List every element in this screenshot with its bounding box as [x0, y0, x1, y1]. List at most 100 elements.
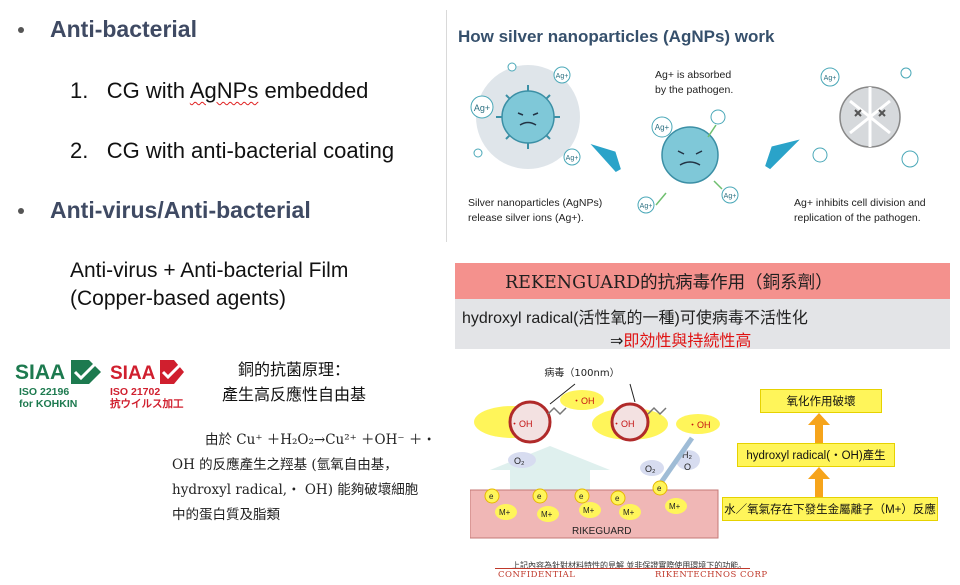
- silver-ion-icon: Ag+: [637, 196, 655, 214]
- electron-label: e: [657, 484, 662, 493]
- footer-confidential: CONFIDENTIAL: [498, 570, 576, 580]
- rekenguard-line-1: hydroxyl radical(活性氧的一種)可使病毒不活性化: [462, 310, 808, 327]
- h2o-label: H₂: [682, 450, 692, 460]
- rekenguard-subpanel: [455, 299, 950, 349]
- electron-icon: [652, 480, 668, 496]
- metal-ion-icon: [495, 504, 517, 520]
- rekenguard-highlight: 即効性與持続性高: [623, 333, 752, 350]
- caption-left-2: release silver ions (Ag+).: [468, 212, 584, 224]
- bullet-anti-virus: Anti-virus/Anti-bacterial: [50, 197, 311, 223]
- list-item-2: 2. CG with anti-bacterial coating: [70, 138, 394, 164]
- caption-mid-1: Ag+ is absorbed: [655, 69, 732, 81]
- ion-label: Ag+: [474, 103, 490, 113]
- siaa-logo-green: SIAA ISO 22196 for KOHKIN: [15, 357, 105, 417]
- electron-icon: [610, 490, 626, 506]
- metal-ion-reaction-box: 水／氧氣存在下發生金屬離子（M+）反應: [722, 497, 938, 521]
- copper-mechanism-diagram: 病毒（100nm） ・OH ・OH ・OH ・OH O₂ O₂ H₂ O RIK…: [470, 366, 720, 539]
- caption-left-1: Silver nanoparticles (AgNPs): [468, 197, 603, 209]
- oh-label: ・OH: [688, 420, 711, 430]
- h2o-label: O: [684, 462, 691, 472]
- footer-rule: [495, 568, 750, 569]
- oh-cloud-icon: [560, 390, 604, 410]
- copper-heading-1: 銅的抗菌原理：: [238, 360, 351, 379]
- ion-dot-icon: [473, 148, 483, 158]
- rekenguard-banner: [455, 263, 950, 299]
- arrow-right-icon: [765, 139, 800, 170]
- ion-label: Ag+: [724, 193, 737, 200]
- ion-label: Ag+: [655, 123, 670, 132]
- pathogen-absorbing-icon: [661, 126, 719, 184]
- silver-ion-icon: Ag+: [553, 66, 571, 84]
- siaa-red-line2: 抗ウイルス加工: [110, 398, 184, 410]
- base-label: RIKEGUARD: [572, 526, 631, 537]
- list-text: CG with: [106, 78, 190, 103]
- disclaimer-note: 上記內容為針對材料特性的見解 並非保證實際使用環境下的功能。: [512, 561, 747, 570]
- upward-arrow-icon: [490, 446, 610, 490]
- film-line-1: Anti-virus + Anti-bacterial Film: [70, 259, 349, 282]
- siaa-green-mark-icon: SIAA: [15, 360, 101, 384]
- silver-ion-icon: Ag+: [470, 95, 494, 119]
- siaa-logo-red: SIAA ISO 21702 抗ウイルス加工: [110, 357, 190, 417]
- caption-mid-2: by the pathogen.: [655, 84, 734, 96]
- copper-body-4: 中的蛋白質及脂類: [172, 507, 280, 523]
- ion-label: Ag+: [566, 155, 579, 162]
- ion-dot-icon: [507, 62, 517, 72]
- oxidation-box: 氧化作用破壞: [760, 389, 882, 413]
- silver-ion-icon: Ag+: [820, 67, 840, 87]
- list-number: 2.: [70, 138, 89, 163]
- siaa-green-line1: ISO 22196: [19, 386, 70, 398]
- copper-body-2: OH 的反應產生之羥基 (氫氧自由基，: [172, 457, 398, 473]
- list-text: embedded: [258, 78, 369, 103]
- siaa-brand: SIAA: [110, 363, 156, 384]
- absorb-arrow-icon: [655, 124, 723, 206]
- list-item-1: 1. CG with AgNPs embedded: [70, 78, 368, 104]
- bullet-anti-bacterial: Anti-bacterial: [50, 16, 197, 42]
- siaa-brand: SIAA: [15, 361, 65, 384]
- caption-right-1: Ag+ inhibits cell division and: [794, 197, 926, 209]
- metal-ion-icon: [619, 504, 641, 520]
- electron-label: e: [579, 492, 584, 501]
- electron-icon: [574, 488, 590, 504]
- ion-label: Ag+: [556, 73, 569, 80]
- metal-ion-icon: [579, 502, 601, 518]
- bullet-dot-1: [18, 27, 24, 33]
- agnp-diagram: Ag+ Ag+ Ag+ Ag+ Ag+ Ag+ Ag+: [470, 62, 919, 214]
- metal-ion-label: M+: [623, 508, 635, 517]
- copper-body-1: 由於 Cu⁺ ＋H₂O₂→Cu²⁺ ＋OH⁻ ＋・: [205, 432, 436, 448]
- rekenguard-title: REKENGUARD的抗病毒作用（銅系劑）: [505, 273, 833, 293]
- o2-bubble-icon: [640, 460, 664, 476]
- electron-icon: [532, 488, 548, 504]
- ion-label: Ag+: [640, 203, 653, 210]
- o2-label: O₂: [514, 456, 525, 466]
- agnp-title: How silver nanoparticles (AgNPs) work: [458, 27, 775, 46]
- metal-ion-label: M+: [541, 510, 553, 519]
- electron-label: e: [537, 492, 542, 501]
- copper-body-3: hydroxyl radical,・ OH) 能夠破壞細胞: [172, 482, 419, 498]
- metal-ion-icon: [665, 498, 687, 514]
- broken-pathogen-icon: [839, 86, 901, 148]
- arrow-up-right-icon: [657, 436, 695, 486]
- virus-label: 病毒（100nm）: [544, 366, 619, 379]
- column-divider: [446, 10, 447, 242]
- radical-box: hydroxyl radical(・OH)產生: [737, 443, 895, 467]
- metal-ion-icon: [537, 506, 559, 522]
- silver-ion-icon: Ag+: [563, 148, 581, 166]
- metal-ion-label: M+: [583, 506, 595, 515]
- o2-bubble-icon: [508, 452, 536, 468]
- silver-ion-icon: Ag+: [721, 186, 739, 204]
- virus-icon: [508, 400, 552, 444]
- copper-heading-2: 產生高反應性自由基: [222, 385, 367, 404]
- ion-dot-icon: [900, 67, 912, 79]
- rekenguard-line-2: ⇒即効性與持続性高: [610, 327, 751, 351]
- list-text: CG with anti-bacterial coating: [106, 138, 395, 163]
- electron-icon: [484, 488, 500, 504]
- ion-label: Ag+: [824, 75, 837, 82]
- arrow-right-icon: [590, 143, 621, 173]
- oh-cloud-icon: [676, 414, 720, 434]
- film-line-2: (Copper-based agents): [70, 287, 286, 310]
- pointer-line-icon: [549, 383, 636, 405]
- silver-ion-icon: Ag+: [651, 116, 673, 138]
- silver-ion-icon: [901, 150, 919, 168]
- virus-icon: [610, 402, 650, 442]
- implies-arrow: ⇒: [610, 333, 624, 350]
